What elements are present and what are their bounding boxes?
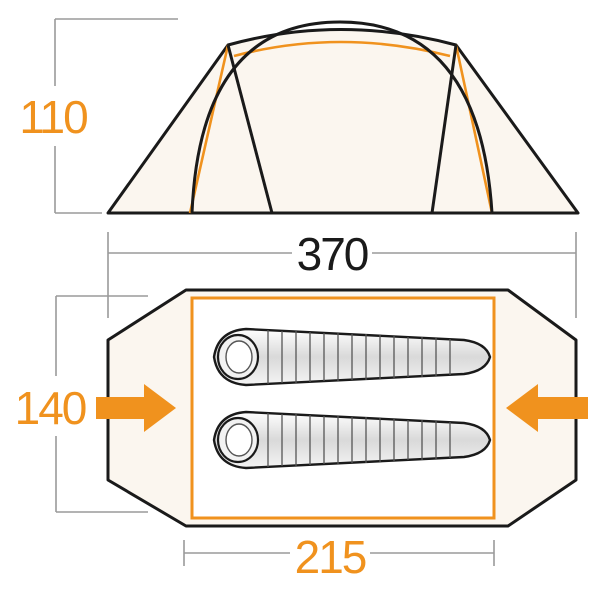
side-orange-ridge xyxy=(233,40,451,58)
side-orange-pole-left xyxy=(188,44,230,214)
side-orange-pole-right xyxy=(454,44,494,214)
length-label: 370 xyxy=(297,228,368,280)
inner-length-label: 215 xyxy=(295,531,366,583)
side-arch-pole xyxy=(190,20,494,214)
tent-side-profile xyxy=(106,20,580,215)
door-entry-arrow-right-icon xyxy=(96,384,176,432)
height-dimension-lines xyxy=(54,18,178,214)
door-entry-arrow-left-icon xyxy=(506,384,588,432)
side-fly-outline xyxy=(106,28,580,215)
length-dimension-lines xyxy=(107,232,577,318)
inner-length-dimension-lines xyxy=(183,540,495,566)
width-label: 140 xyxy=(15,382,86,434)
side-black-pole-left xyxy=(226,44,274,214)
tent-floor-plan xyxy=(106,288,578,528)
height-label: 110 xyxy=(19,91,87,143)
width-dimension-lines xyxy=(55,295,148,513)
